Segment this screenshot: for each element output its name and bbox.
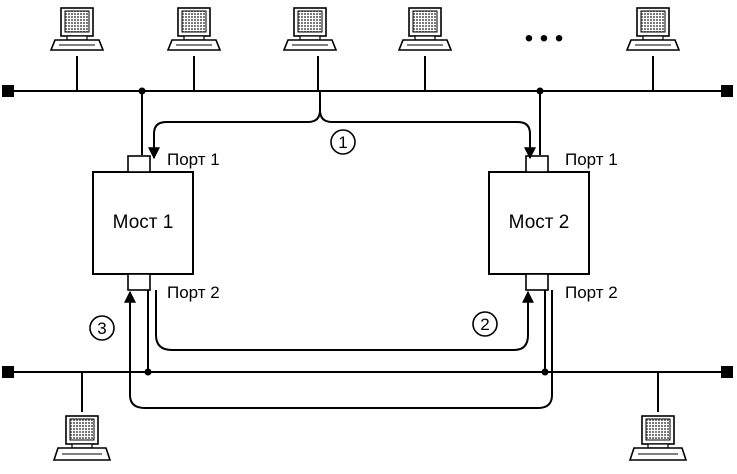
junction-dot xyxy=(536,87,544,95)
bridge-2-label: Мост 2 xyxy=(509,212,570,233)
junction-dot xyxy=(541,368,549,376)
bus-terminator-icon xyxy=(721,366,733,378)
bridge-2: Мост 2 Порт 1 Порт 2 xyxy=(488,150,618,302)
path-3-label: 3 xyxy=(97,319,106,338)
bridge-2-port-1 xyxy=(525,155,549,173)
junction-dot xyxy=(144,368,152,376)
junction-dot xyxy=(138,87,146,95)
bridge-2-port-2-label: Порт 2 xyxy=(565,283,618,302)
computer-icon xyxy=(167,7,221,51)
bridge-1-label: Мост 1 xyxy=(113,212,174,233)
bridge-2-port-2 xyxy=(525,273,549,291)
path-2-label: 2 xyxy=(480,315,489,334)
path-3-marker xyxy=(89,315,115,341)
computer-icon xyxy=(629,415,687,461)
path-1: 1 xyxy=(148,91,536,160)
path-2-marker xyxy=(472,311,498,337)
computer-icon xyxy=(50,7,104,51)
bus-terminator-icon xyxy=(2,366,14,378)
bottom-bus xyxy=(2,366,733,378)
top-computers: • • • xyxy=(50,7,680,91)
bridge-1-port-2-label: Порт 2 xyxy=(167,283,220,302)
top-bus xyxy=(2,85,733,97)
path-3: 3 xyxy=(89,290,553,409)
bottom-computers xyxy=(53,372,687,461)
path-1-marker xyxy=(330,129,356,155)
bridge-1-port-2 xyxy=(127,273,151,291)
computer-icon xyxy=(626,7,680,51)
ellipsis: • • • xyxy=(525,25,564,52)
bridge-1-port-1-label: Порт 1 xyxy=(167,150,220,169)
bridge-1: Мост 1 Порт 1 Порт 2 xyxy=(92,150,220,302)
computer-icon xyxy=(398,7,452,51)
path-1-label: 1 xyxy=(338,133,347,152)
bus-terminator-icon xyxy=(721,85,733,97)
computer-icon xyxy=(53,415,111,461)
bridge-2-port-1-label: Порт 1 xyxy=(565,150,618,169)
bus-terminator-icon xyxy=(2,85,14,97)
path-2: 2 xyxy=(155,290,534,351)
bridge-1-port-1 xyxy=(127,155,151,173)
computer-icon xyxy=(283,7,337,51)
